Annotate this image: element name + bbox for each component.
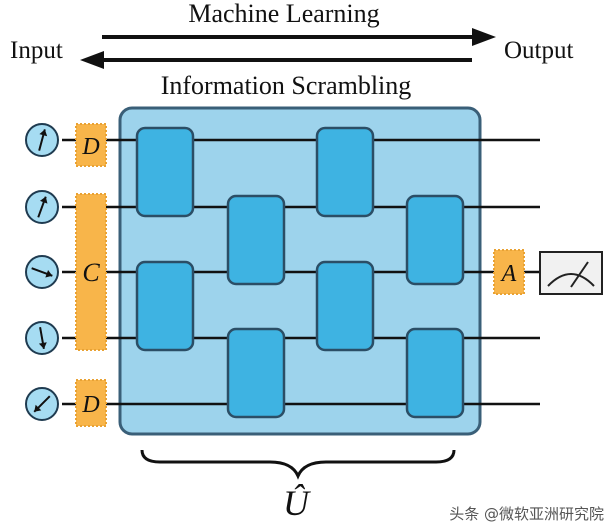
unitary-gates	[135, 126, 465, 419]
box-d-bottom-label: D	[81, 392, 99, 418]
gate-1	[135, 126, 195, 218]
input-label: Input	[10, 37, 63, 64]
box-d-top-label: D	[81, 134, 99, 160]
gate-7	[226, 327, 286, 419]
gate-5	[135, 260, 195, 352]
gate-2	[315, 126, 375, 218]
qubit-state-icon-4	[25, 321, 59, 355]
forward-arrow	[102, 28, 496, 46]
gate-8	[405, 327, 465, 419]
qubit-state-icon-5	[25, 387, 59, 421]
information-scrambling-label: Information Scrambling	[161, 71, 412, 100]
watermark-text: 头条 @微软亚洲研究院	[449, 505, 604, 523]
gate-6	[315, 260, 375, 352]
box-d-bottom: D	[75, 379, 107, 427]
output-label: Output	[504, 37, 574, 64]
machine-learning-label: Machine Learning	[188, 0, 379, 28]
backward-arrow	[80, 51, 472, 69]
underbrace	[140, 449, 456, 480]
meter-icon	[539, 251, 603, 295]
qubit-state-icon-1	[25, 123, 59, 157]
box-c-label: C	[82, 258, 100, 287]
gate-4	[405, 194, 465, 286]
box-a: A	[493, 249, 525, 295]
qubit-state-icon-2	[25, 190, 59, 224]
unitary-label: Û	[283, 483, 311, 523]
gate-3	[226, 194, 286, 286]
box-a-label: A	[500, 261, 517, 287]
box-d-top: D	[75, 123, 107, 167]
box-c: C	[75, 193, 107, 351]
qubit-states	[25, 123, 59, 421]
qubit-state-icon-3	[25, 255, 59, 289]
